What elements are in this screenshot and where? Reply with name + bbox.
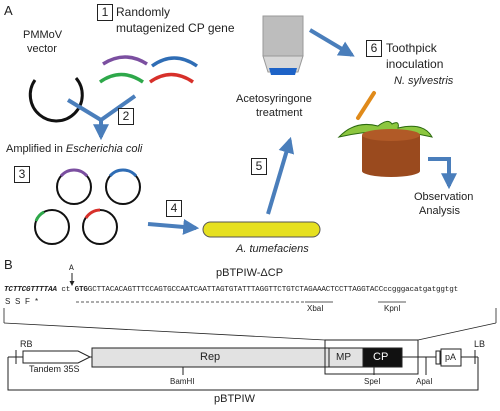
spei-label: SpeI	[364, 377, 381, 386]
seq-start-codon: GTG	[74, 286, 88, 294]
aa-stop: *	[35, 297, 39, 306]
rb-label: RB	[20, 339, 33, 349]
cp-arc-red	[148, 72, 194, 84]
step-4-number: 4	[166, 200, 182, 217]
seq-kpni-site: GGTACC	[356, 286, 384, 294]
aa-2: S	[15, 297, 21, 306]
step-2-number: 2	[118, 108, 134, 125]
seq-prefix: TCTTCGTTTTAA	[4, 286, 57, 294]
plasmid-name: pBTPIW	[214, 393, 255, 405]
kpni-label: KpnI	[384, 304, 401, 313]
mutagenized-label-line1: Randomly	[116, 5, 171, 19]
apai-label: ApaI	[416, 377, 433, 386]
amplified-organism: Escherichia coli	[65, 143, 143, 155]
mp-label: MP	[336, 352, 351, 363]
bamhi-label: BamHI	[170, 377, 195, 386]
pa-label: pA	[445, 352, 457, 362]
plasmid-red	[82, 208, 118, 245]
cp-label: CP	[373, 351, 389, 363]
step6-arrow	[308, 28, 355, 57]
cp-arc-purple	[102, 55, 148, 66]
cp-arc-green	[98, 72, 144, 84]
aa-3: F	[25, 297, 30, 306]
host-plant-label: N. sylvestris	[394, 75, 454, 87]
lb-label: LB	[474, 339, 486, 349]
seq-tail: ccgggacatgatggtgt	[383, 286, 459, 294]
step-3-number: 3	[14, 166, 30, 183]
construct-title: pBTPIW-ΔCP	[216, 267, 284, 279]
cp-arc-blue	[150, 56, 198, 68]
aa-1: S	[5, 297, 11, 306]
seq-main: GCTTACACAGTTTCCAGTGCCAATCAATTAGTGTATTTAG…	[87, 286, 291, 294]
observation-line1: Observation	[414, 191, 474, 203]
plasmid-map	[7, 339, 479, 391]
seq-xbai-site: TCTAGA	[290, 286, 318, 294]
vector-label-line2: vector	[27, 43, 57, 55]
plasmid-blue	[105, 168, 141, 205]
plasmid-purple	[56, 168, 92, 205]
inoculation-line1: Toothpick	[386, 41, 437, 55]
plant-pot	[337, 120, 433, 177]
agrobacterium-cell	[202, 221, 321, 238]
step-5-number: 5	[251, 158, 267, 175]
step4-arrow	[147, 218, 200, 235]
sequence-line: TCTTCGTTTTAA ct GTGGCTTACACAGTTTCCAGTGCC…	[4, 286, 459, 295]
dispenser	[262, 15, 304, 75]
acetosyringone-line2: treatment	[256, 107, 303, 119]
seq-mid: AACTCCTTA	[316, 286, 357, 294]
merge-arrow-left	[66, 98, 103, 122]
step5-arrow	[266, 136, 295, 215]
observation-arrow	[428, 157, 457, 190]
callout-right-diag	[417, 322, 497, 341]
inoculation-line2: inoculation	[386, 57, 444, 71]
promoter-label: Tandem 35S	[29, 364, 80, 374]
plasmid-green	[34, 209, 70, 245]
step-6-number: 6	[366, 40, 382, 57]
callout-left-diag	[3, 322, 326, 341]
step-1-number: 1	[97, 4, 113, 21]
vector-label-line1: PMMoV	[23, 29, 63, 41]
pmmov-vector-arc	[28, 77, 84, 123]
acetosyringone-line1: Acetosyringone	[236, 93, 312, 105]
rep-label: Rep	[200, 351, 221, 363]
amplified-label: Amplified in Escherichia coli	[6, 144, 142, 155]
panel-a-label: A	[4, 3, 13, 18]
mutation-base: A	[69, 264, 74, 273]
xbai-label: XbaI	[307, 304, 324, 313]
panel-b-label: B	[4, 257, 13, 272]
observation-line2: Analysis	[419, 205, 460, 217]
amplified-prefix: Amplified in	[6, 143, 66, 155]
toothpick	[356, 91, 376, 120]
agrobacterium-label: A. tumefaciens	[236, 243, 309, 255]
mutagenized-label-line2: mutagenized CP gene	[116, 21, 235, 35]
seq-ct: ct	[61, 286, 71, 294]
